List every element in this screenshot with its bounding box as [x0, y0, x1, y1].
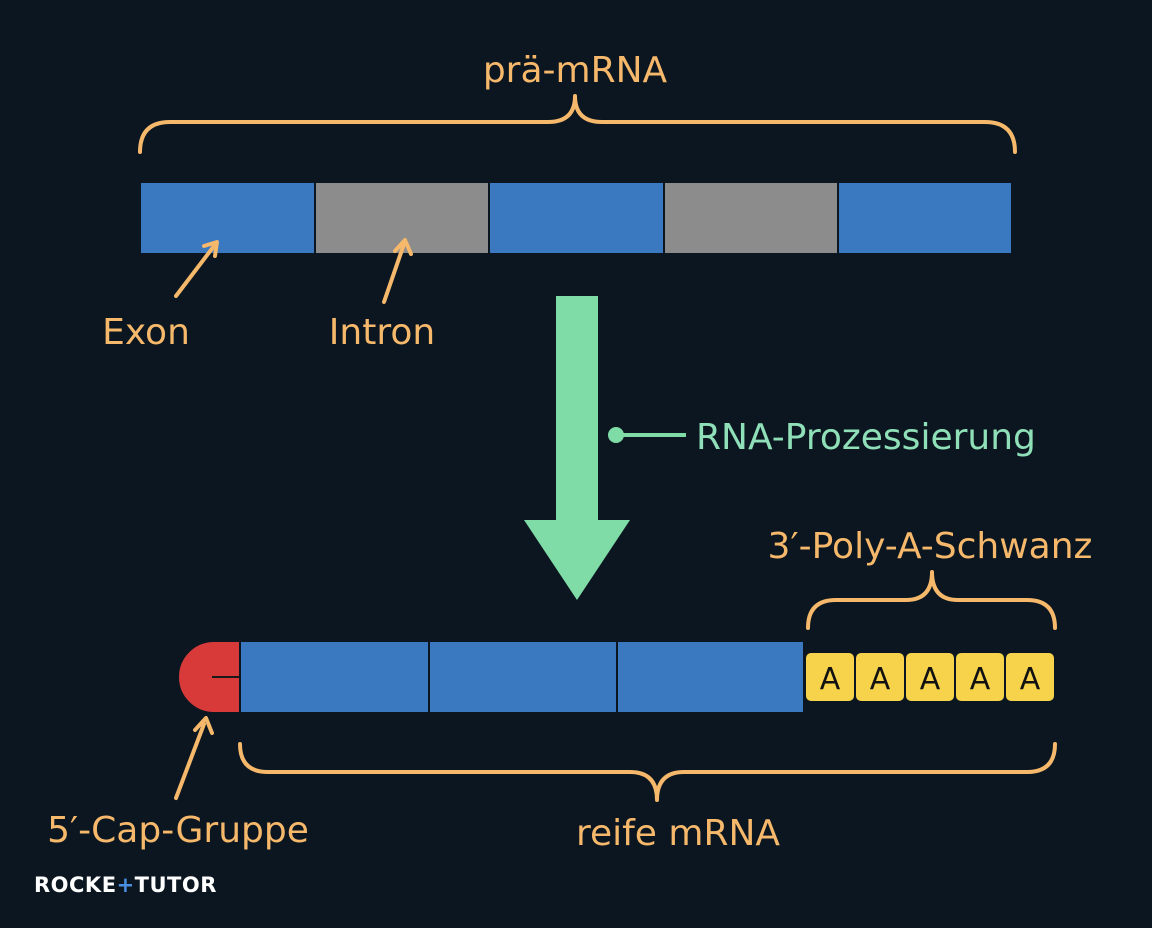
exon-label: Exon: [102, 312, 190, 353]
cap-label: 5′-Cap-Gruppe: [47, 810, 309, 851]
pre-mrna-bracket: [138, 94, 1017, 154]
mature-exon-segment-3: [616, 640, 805, 714]
mature-exon-segment-1: [239, 640, 430, 714]
brand-part-2: TUTO: [135, 873, 201, 897]
mature-mrna-label: reife mRNA: [576, 813, 780, 854]
cap-pointer-arrow: [174, 716, 214, 800]
poly-a-box-bg: [1006, 653, 1054, 701]
processing-arrow: [524, 296, 630, 600]
brand-part-3: R: [200, 873, 217, 897]
brand-part-1: ROCKE: [34, 873, 117, 897]
poly-a-box-bg: [956, 653, 1004, 701]
mature-mrna-bar: [177, 640, 805, 714]
pre-mrna-label: prä-mRNA: [483, 50, 668, 91]
poly-a-tail-label: 3′-Poly-A-Schwanz: [768, 526, 1093, 567]
poly-a-box-bg: [906, 653, 954, 701]
processing-label: RNA-Prozessierung: [696, 417, 1036, 458]
poly-a-bracket: [806, 570, 1057, 630]
cap-shape: [177, 640, 241, 714]
poly-a-letter: A: [970, 662, 991, 697]
poly-a-box: A: [806, 653, 854, 701]
exon-segment-1: [139, 181, 316, 255]
brand-plus-icon: +: [117, 873, 135, 897]
poly-a-letter: A: [920, 662, 941, 697]
mature-exon-segment-2: [428, 640, 618, 714]
poly-a-box: A: [1006, 653, 1054, 701]
poly-a-box: A: [956, 653, 1004, 701]
poly-a-box: A: [906, 653, 954, 701]
processing-callout-line: [608, 427, 686, 443]
mature-mrna-bracket: [238, 742, 1057, 802]
poly-a-letter: A: [1020, 662, 1041, 697]
poly-a-letter: A: [820, 662, 841, 697]
pre-mrna-bar: [139, 181, 1013, 255]
intron-pointer-arrow: [382, 238, 413, 304]
brand-logo: ROCKE+TUTOR: [34, 873, 217, 897]
intron-label: Intron: [329, 312, 435, 353]
intron-segment-2: [663, 181, 839, 255]
poly-a-box: A: [856, 653, 904, 701]
poly-a-letter: A: [870, 662, 891, 697]
poly-a-box-bg: [856, 653, 904, 701]
poly-a-box-bg: [806, 653, 854, 701]
exon-segment-3: [837, 181, 1013, 255]
exon-segment-2: [488, 181, 665, 255]
exon-pointer-arrow: [174, 240, 219, 298]
